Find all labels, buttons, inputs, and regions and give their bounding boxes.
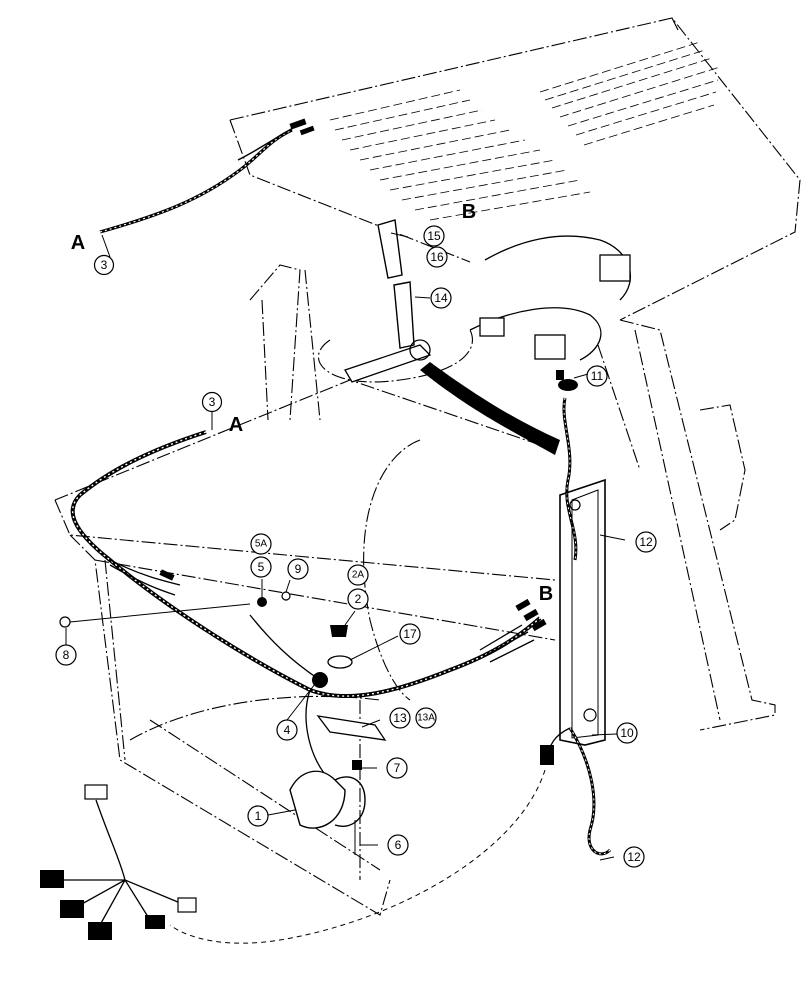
hardware	[59, 591, 291, 628]
letter-b-top: B	[462, 201, 476, 223]
callout-10: 10	[616, 722, 638, 744]
callout-5a-label: 5A	[255, 539, 268, 550]
callout-9: 9	[287, 558, 309, 580]
callout-16-label: 16	[430, 250, 444, 264]
callout-12-lower: 12	[623, 846, 645, 868]
callout-3-mid-label: 3	[209, 395, 216, 409]
callout-4-label: 4	[284, 723, 291, 737]
cab-wiring-cluster	[469, 235, 631, 361]
callout-6: 6	[387, 834, 409, 856]
machine-body-outline	[54, 17, 801, 916]
callout-14: 14	[430, 287, 452, 309]
callout-5: 5	[250, 556, 272, 578]
callout-12-upper: 12	[635, 531, 657, 553]
callout-17: 17	[399, 623, 421, 645]
callout-6-label: 6	[395, 838, 402, 852]
callout-2-label: 2	[355, 592, 362, 606]
right-harness	[169, 370, 612, 944]
callout-8-label: 8	[63, 648, 70, 662]
callout-16: 16	[426, 246, 448, 268]
callout-2: 2	[347, 588, 369, 610]
callout-7-label: 7	[394, 761, 401, 775]
callout-9-label: 9	[295, 562, 302, 576]
connector-cluster	[40, 784, 197, 940]
callout-14-label: 14	[434, 291, 448, 305]
callout-8: 8	[55, 644, 77, 666]
callout-13: 13	[389, 707, 411, 729]
callout-13a-label: 13A	[417, 713, 435, 724]
callout-11-label: 11	[591, 369, 604, 383]
callout-3-top: 3	[93, 254, 115, 276]
callout-2a-label: 2A	[352, 570, 365, 581]
callout-2a: 2A	[347, 564, 369, 586]
letter-b-right: B	[539, 583, 553, 605]
callout-1-label: 1	[255, 809, 262, 823]
callout-7: 7	[386, 757, 408, 779]
letter-a-mid: A	[229, 414, 243, 436]
callout-4: 4	[276, 719, 298, 741]
callout-11: 11	[586, 365, 608, 387]
horn-assembly	[289, 625, 387, 855]
callout-1: 1	[247, 805, 269, 827]
main-harness	[70, 430, 547, 781]
callout-12-lower-label: 12	[627, 850, 641, 864]
callout-13a: 13A	[415, 707, 437, 729]
callout-5-label: 5	[258, 560, 265, 574]
letter-a-top: A	[71, 232, 85, 254]
roof-vents	[329, 41, 721, 221]
callout-15: 15	[423, 225, 445, 247]
callout-3-mid: 3	[201, 391, 223, 413]
callout-17-label: 17	[403, 627, 417, 641]
callout-13-label: 13	[393, 711, 407, 725]
callout-10-label: 10	[620, 726, 634, 740]
lever-assembly	[344, 219, 560, 455]
leader-lines	[65, 232, 626, 861]
callout-15-label: 15	[427, 229, 441, 243]
callout-12-upper-label: 12	[639, 535, 653, 549]
callout-3-top-label: 3	[101, 258, 108, 272]
callout-5a: 5A	[250, 533, 272, 555]
harness-segment-top	[99, 118, 315, 234]
